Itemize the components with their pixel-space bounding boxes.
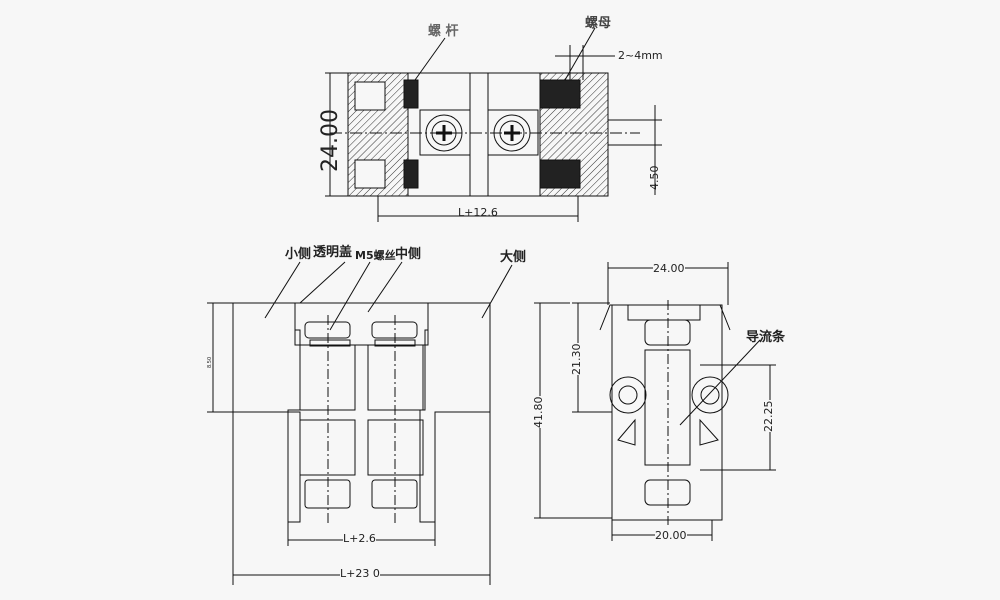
dim-top-offset: 4.50 <box>648 165 661 191</box>
dim-side-top-width: 24.00 <box>653 262 685 275</box>
label-guide-bar: 导流条 <box>746 330 786 345</box>
dim-side-bottom-width: 20.00 <box>655 529 687 542</box>
label-nut: 螺母 <box>585 16 612 31</box>
top-view <box>325 27 662 222</box>
label-large-side: 大侧 <box>500 250 527 265</box>
dim-front-inner: L+2.6 <box>343 532 376 545</box>
label-small-side: 小侧 <box>285 247 312 262</box>
dim-gap: 2~4mm <box>618 49 663 62</box>
dim-top-height: 24.00 <box>318 109 343 172</box>
side-view <box>534 262 776 541</box>
label-clear-cover: 透明盖 <box>313 245 353 260</box>
dim-side-upper-height: 21.30 <box>570 343 583 375</box>
dim-front-total: L+23 0 <box>340 567 380 580</box>
label-m5-screw: M5螺丝 <box>355 249 396 262</box>
label-screw-rod: 螺 杆 <box>428 24 459 39</box>
dim-side-total-height: 41.80 <box>532 396 545 428</box>
label-middle-side: 中侧 <box>395 247 422 262</box>
dim-front-height: 8.50 <box>207 356 213 368</box>
dim-top-length: L+12.6 <box>458 206 498 219</box>
dim-side-mid-height: 22.25 <box>762 400 775 432</box>
